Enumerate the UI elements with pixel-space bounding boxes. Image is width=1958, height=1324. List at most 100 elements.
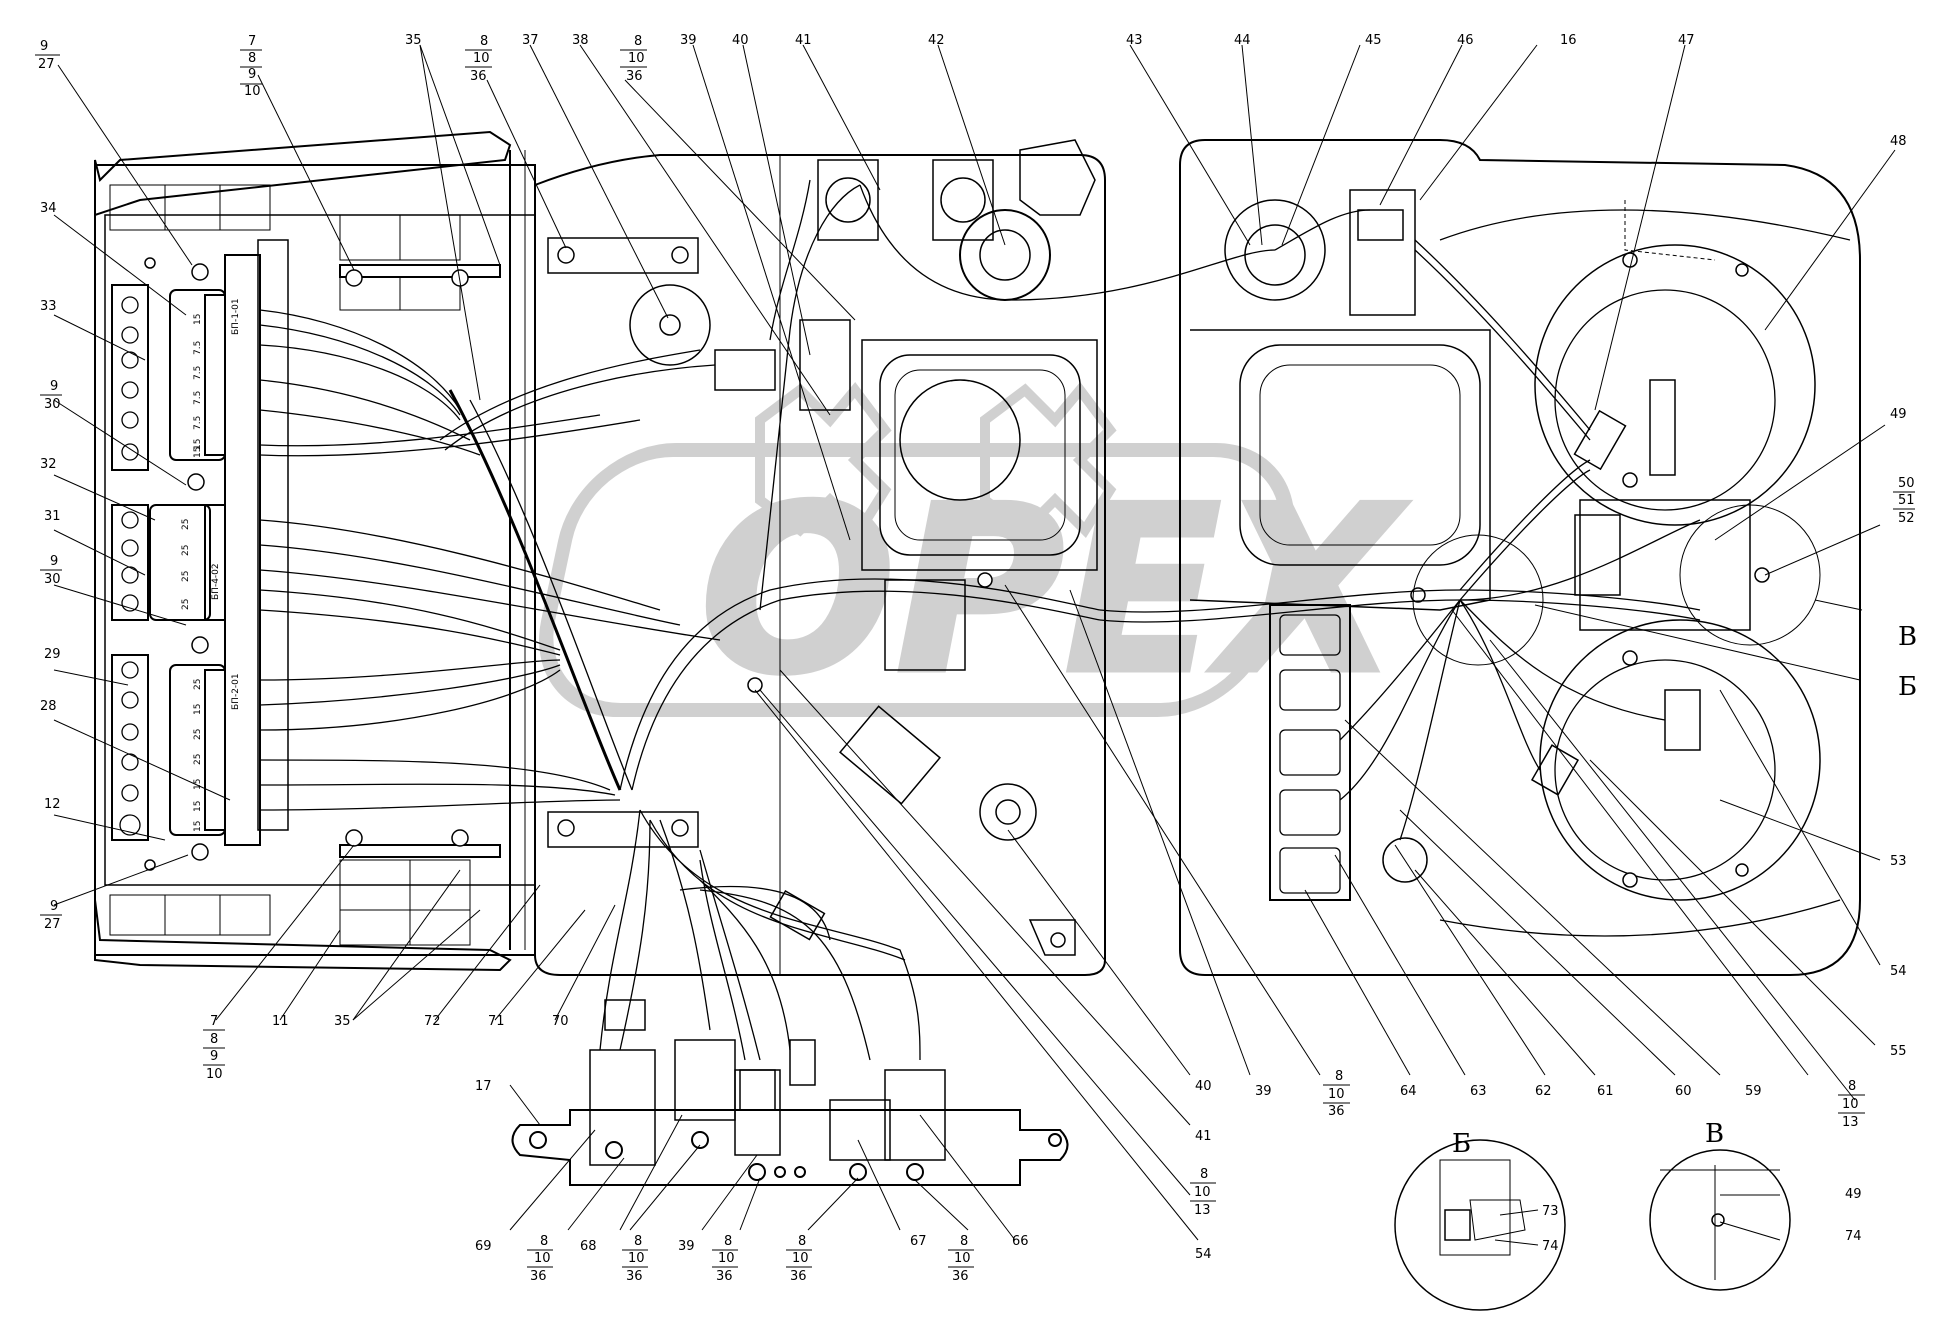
screws-right xyxy=(1410,252,1770,888)
callout: 10 xyxy=(244,84,261,99)
fuse-rating: 25 xyxy=(193,679,203,690)
fuse-rating: 25 xyxy=(193,754,203,765)
fuse-rating: 15 xyxy=(193,779,203,790)
callout: 8 xyxy=(798,1234,806,1249)
callout: 37 xyxy=(522,33,539,48)
callout: 8 xyxy=(248,51,256,66)
callout: 53 xyxy=(1890,854,1907,869)
callout: 63 xyxy=(1470,1084,1487,1099)
callout: 36 xyxy=(626,1269,643,1284)
callout: 17 xyxy=(475,1079,492,1094)
callout: 49 xyxy=(1845,1187,1862,1202)
callout: 55 xyxy=(1890,1044,1907,1059)
callout: 30 xyxy=(44,397,61,412)
callout: 72 xyxy=(424,1014,441,1029)
callout: 36 xyxy=(952,1269,969,1284)
view-label-b: Б xyxy=(1898,672,1917,702)
section-circles xyxy=(1412,504,1821,666)
callout: 62 xyxy=(1535,1084,1552,1099)
callout: 34 xyxy=(40,201,57,216)
callout: 52 xyxy=(1898,511,1915,526)
callout: 35 xyxy=(405,33,422,48)
fuse-block-label: БП-2-01 xyxy=(231,673,241,710)
fuse-rating: 7.5 xyxy=(193,366,203,380)
callout: 44 xyxy=(1234,33,1251,48)
callout: 27 xyxy=(38,57,55,72)
detail-view-v xyxy=(1649,1149,1791,1291)
fuse-rating: 15 xyxy=(193,821,203,832)
callout: 51 xyxy=(1898,493,1915,508)
callout: 10 xyxy=(792,1251,809,1266)
fuse-rating: 25 xyxy=(181,519,191,530)
callout: 39 xyxy=(680,33,697,48)
fuse-rating: 15 xyxy=(193,447,203,458)
callout: 9 xyxy=(50,379,58,394)
callout: 48 xyxy=(1890,134,1907,149)
callout: 39 xyxy=(678,1239,695,1254)
fuse-rating: 25 xyxy=(181,571,191,582)
callout: 7 xyxy=(248,34,256,49)
callout: 61 xyxy=(1597,1084,1614,1099)
callout: 10 xyxy=(473,51,490,66)
view-v-title: В xyxy=(1705,1119,1724,1149)
fuse-ratings: 15 7.5 7.5 7.5 7.5 15 15 25 25 25 25 25 … xyxy=(181,298,241,832)
callout: 33 xyxy=(40,299,57,314)
watermark: OPEX xyxy=(539,381,1411,728)
fuse-rating: 15 xyxy=(193,314,203,325)
callout: 9 xyxy=(248,67,256,82)
callout: 47 xyxy=(1678,33,1695,48)
callout: 42 xyxy=(928,33,945,48)
callout: 11 xyxy=(272,1014,289,1029)
callout: 10 xyxy=(534,1251,551,1266)
callout: 38 xyxy=(572,33,589,48)
callout: 10 xyxy=(206,1067,223,1082)
fuse-rating: 7.5 xyxy=(193,341,203,355)
callout: 36 xyxy=(530,1269,547,1284)
callout: 8 xyxy=(540,1234,548,1249)
callout: 10 xyxy=(1842,1097,1859,1112)
callout: 10 xyxy=(1328,1087,1345,1102)
callout: 54 xyxy=(1195,1247,1212,1262)
callout: 36 xyxy=(626,69,643,84)
callout: 7 xyxy=(210,1014,218,1029)
callout: 35 xyxy=(334,1014,351,1029)
callout: 27 xyxy=(44,917,61,932)
callout: 8 xyxy=(960,1234,968,1249)
callout: 29 xyxy=(44,647,61,662)
callout: 74 xyxy=(1845,1229,1862,1244)
callout: 59 xyxy=(1745,1084,1762,1099)
callout: 8 xyxy=(210,1032,218,1047)
watermark-text: OPEX xyxy=(700,458,1408,725)
fuse-block-label: БП-4-02 xyxy=(211,563,221,600)
fuse-pictograms xyxy=(119,296,141,836)
callout: 39 xyxy=(1255,1084,1272,1099)
callout: 36 xyxy=(470,69,487,84)
fuse-rating: 25 xyxy=(181,545,191,556)
callout: 31 xyxy=(44,509,61,524)
fuse-rating: 25 xyxy=(181,599,191,610)
callout: 8 xyxy=(1200,1167,1208,1182)
fuse-panel xyxy=(94,130,536,972)
screws-left xyxy=(144,257,469,871)
leader-lines xyxy=(53,44,1896,1246)
callout: 12 xyxy=(44,797,61,812)
callout: 9 xyxy=(210,1049,218,1064)
callout: 71 xyxy=(488,1014,505,1029)
callout: 9 xyxy=(50,554,58,569)
callout: 8 xyxy=(634,1234,642,1249)
callout: 41 xyxy=(1195,1129,1212,1144)
callout: 69 xyxy=(475,1239,492,1254)
fuse-rating: 15 xyxy=(193,439,203,450)
callout-underlines xyxy=(35,49,1915,1268)
callout: 10 xyxy=(954,1251,971,1266)
fuse-rating: 25 xyxy=(193,729,203,740)
callouts: 9 27 7 8 9 10 35 8 10 36 37 38 8 10 36 3… xyxy=(38,33,1917,1284)
relay-bracket xyxy=(511,889,1069,1186)
callout: 10 xyxy=(1194,1185,1211,1200)
callout: 10 xyxy=(628,1251,645,1266)
callout: 70 xyxy=(552,1014,569,1029)
detail-view-b xyxy=(1394,1139,1566,1311)
callout: 67 xyxy=(910,1234,927,1249)
callout: 13 xyxy=(1842,1115,1859,1130)
